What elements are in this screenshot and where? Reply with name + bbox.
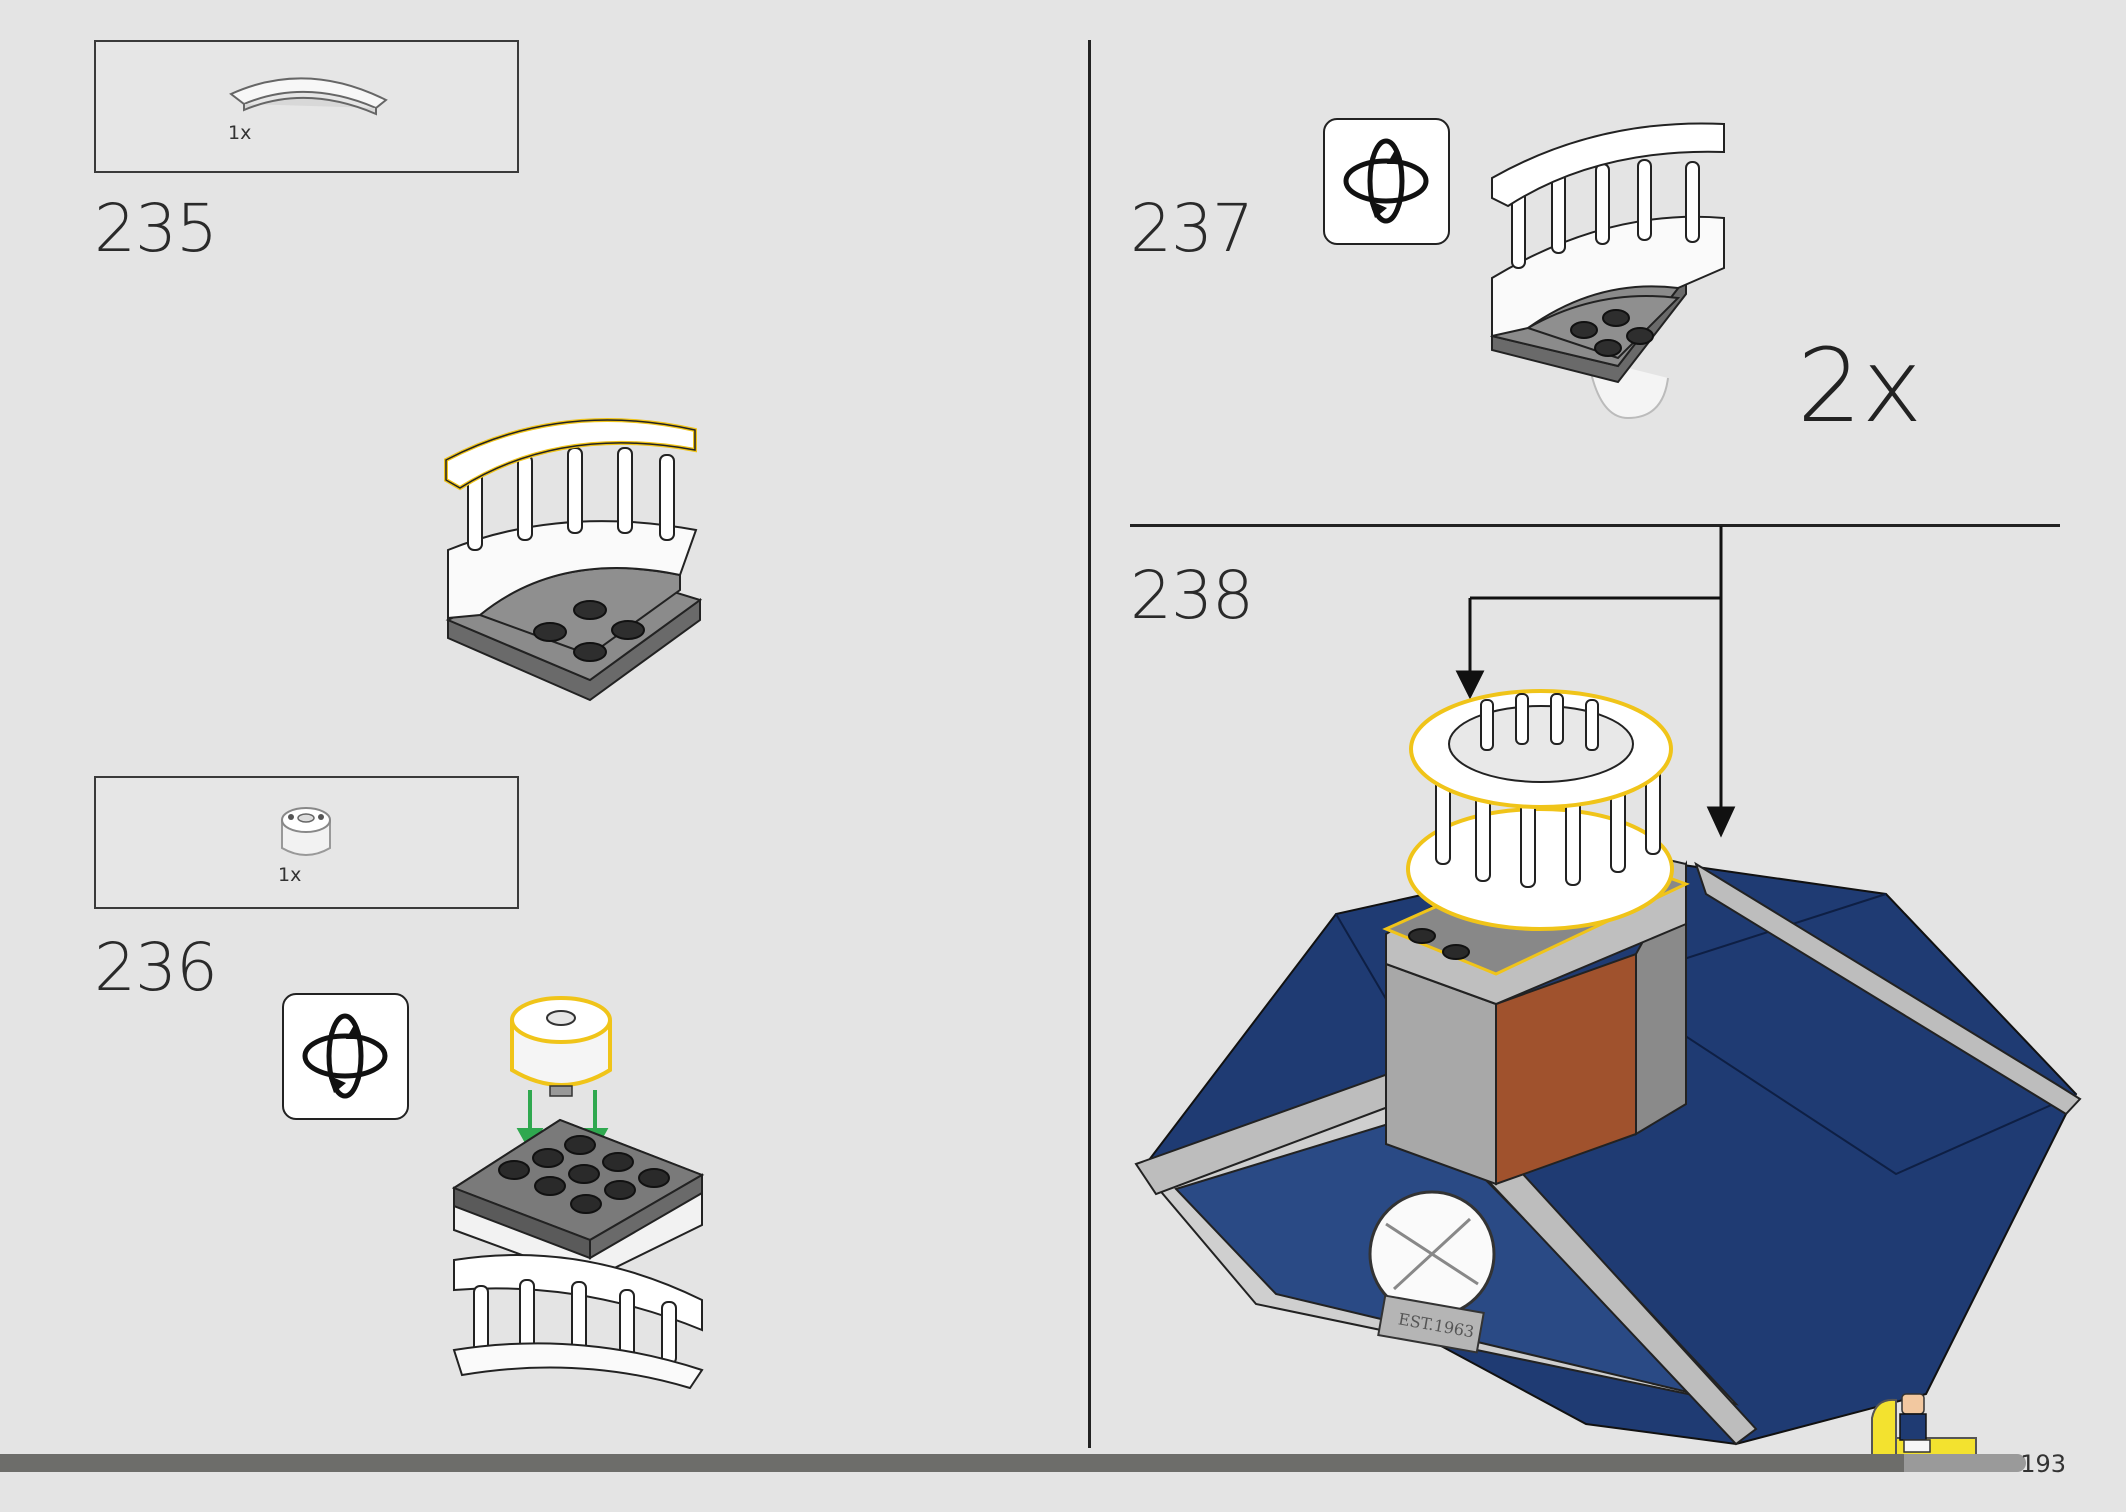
step-number-235: 235 bbox=[94, 190, 218, 267]
curved-tile-part bbox=[229, 77, 388, 116]
parts-callout-236: 1x bbox=[94, 776, 519, 909]
step-number-237: 237 bbox=[1130, 190, 1254, 267]
progress-bar-fill bbox=[0, 1454, 1905, 1472]
step-236-model bbox=[451, 996, 705, 1390]
part-quantity: 1x bbox=[228, 122, 252, 144]
part-quantity: 1x bbox=[278, 864, 302, 886]
step-number-236: 236 bbox=[94, 929, 218, 1006]
progress-bar bbox=[0, 1454, 2026, 1472]
minifigure-mascot-icon bbox=[1871, 1393, 1977, 1469]
rotate-model-icon bbox=[1323, 118, 1450, 245]
step-235-model bbox=[444, 418, 703, 702]
round-brick-part bbox=[281, 807, 331, 856]
page-divider bbox=[1088, 40, 1091, 1448]
step-divider bbox=[1130, 524, 2060, 527]
page-number: 193 bbox=[2020, 1450, 2066, 1478]
step-number-238: 238 bbox=[1130, 557, 1254, 634]
step-multiplier: 2x bbox=[1797, 327, 1923, 446]
parts-callout-235: 1x bbox=[94, 40, 519, 173]
rotate-model-icon bbox=[282, 993, 409, 1120]
step-238-model: EST.1963 bbox=[1134, 526, 2082, 1446]
step-237-model bbox=[1490, 122, 1725, 420]
